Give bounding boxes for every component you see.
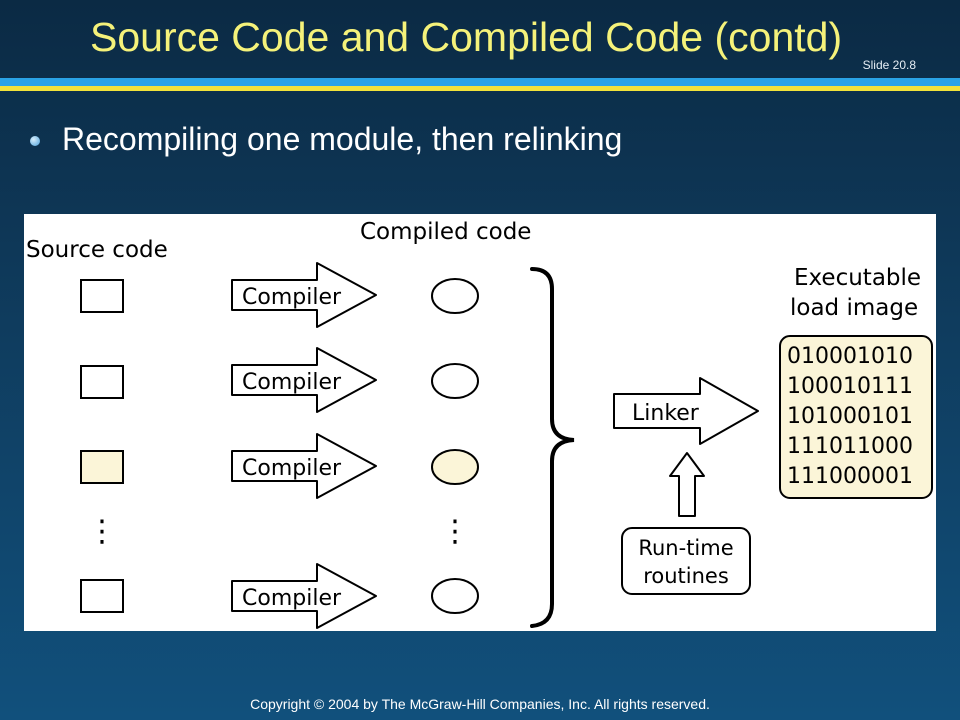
runtime-routines-box (621, 527, 751, 595)
compiler-arrow-2: Compiler (231, 347, 377, 413)
bullet-icon (30, 136, 40, 146)
title-rule-blue (0, 78, 960, 86)
source-module-2 (80, 365, 124, 399)
slide-title: Source Code and Compiled Code (contd) (90, 14, 843, 60)
linker-arrow: Linker (613, 377, 759, 445)
executable-line-1: Executable (794, 265, 921, 291)
compiled-module-2 (431, 363, 479, 399)
compiler-arrow-1: Compiler (231, 262, 377, 328)
diagram-panel: Source code Compiled code ⋮ Compiler Com… (24, 214, 936, 631)
linker-label: Linker (632, 401, 700, 426)
compiler-label: Compiler (242, 285, 342, 310)
binary-line: 010001010 (787, 344, 913, 369)
binary-line: 100010111 (787, 374, 913, 399)
executable-line-2: load image (790, 295, 918, 321)
brace-icon (530, 267, 575, 628)
source-module-1 (80, 279, 124, 313)
source-ellipsis: ⋮ (87, 514, 117, 549)
title-rule-yellow (0, 86, 960, 91)
source-module-n (80, 579, 124, 613)
source-code-label: Source code (26, 237, 168, 263)
bullet-text: Recompiling one module, then relinking (62, 121, 623, 157)
diagram-svg: Source code Compiled code ⋮ Compiler Com… (26, 219, 933, 629)
compiler-arrow-3: Compiler (231, 433, 377, 499)
load-image-box (779, 335, 933, 499)
compiler-arrow-n: Compiler (231, 563, 377, 629)
copyright-footer: Copyright © 2004 by The McGraw-Hill Comp… (250, 696, 710, 712)
up-arrow-icon (669, 452, 705, 517)
runtime-line-1: Run-time (638, 536, 733, 560)
compiled-module-3-recompiled (431, 449, 479, 485)
binary-line: 111011000 (787, 434, 913, 459)
compiler-label: Compiler (242, 586, 342, 611)
compiler-label: Compiler (242, 456, 342, 481)
compiled-code-label: Compiled code (360, 219, 531, 245)
compiled-ellipsis: ⋮ (440, 514, 470, 549)
compiled-module-1 (431, 278, 479, 314)
slide-number: Slide 20.8 (862, 58, 916, 72)
binary-line: 111000001 (787, 464, 913, 489)
compiled-module-n (431, 578, 479, 614)
source-module-3-recompiled (80, 450, 124, 484)
compiler-label: Compiler (242, 370, 342, 395)
binary-line: 101000101 (787, 404, 913, 429)
runtime-line-2: routines (643, 564, 729, 588)
